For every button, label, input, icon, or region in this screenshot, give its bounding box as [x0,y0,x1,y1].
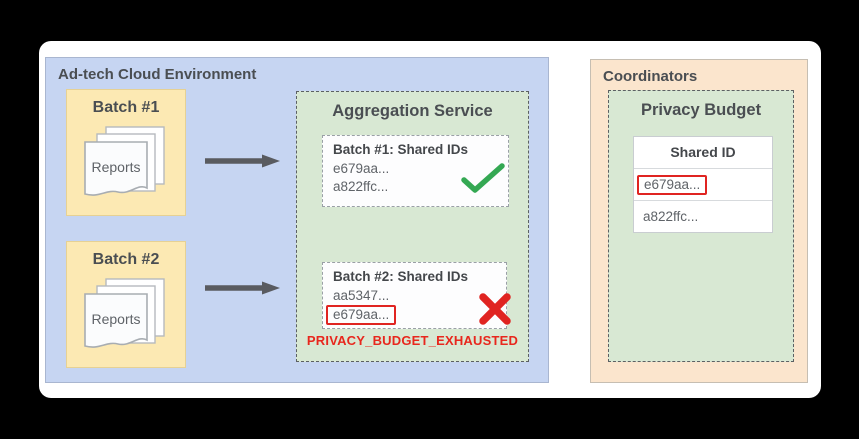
privacy-budget-title: Privacy Budget [640,101,762,119]
arrow-right-icon [205,281,280,295]
batch-2-label: Batch #2 [92,251,160,268]
privacy-budget-exhausted-label: PRIVACY_BUDGET_EXHAUSTED [306,333,519,348]
reports-stack-2: Reports [78,278,174,362]
table-row: a822ffc... [634,200,772,232]
arrow-batch1-to-aggregation [204,153,282,169]
shared-id-value: a822ffc... [333,179,389,194]
reports-label: Reports [91,311,141,327]
privacy-budget-panel: Privacy Budget Shared ID e679aa... a822f… [608,90,794,362]
batch1-result-title: Batch #1: Shared IDs [333,142,469,157]
aggregation-service-title: Aggregation Service [332,102,493,120]
batch1-shared-ids-box: Batch #1: Shared IDs e679aa... a822ffc..… [322,135,509,207]
shared-id-value: e679aa... [333,161,390,176]
highlight-red-box: e679aa... [637,175,708,195]
documents-stack-icon [84,126,165,196]
adtech-region-title: Ad-tech Cloud Environment [58,66,257,83]
batch-1-label: Batch #1 [92,99,160,116]
highlight-red-box: e679aa... [326,305,397,325]
table-row: e679aa... [634,168,772,200]
batch-1-box: Batch #1 Reports [66,89,186,216]
batch2-shared-ids-box: Batch #2: Shared IDs aa5347... e679aa... [322,262,511,329]
arrow-right-icon [205,154,280,168]
shared-id-value: aa5347... [333,288,390,303]
batch2-result-title: Batch #2: Shared IDs [333,269,469,284]
aggregation-service-panel: Aggregation Service Batch #1: Shared IDs… [296,91,529,362]
documents-stack-icon [84,278,165,348]
adtech-cloud-environment-region: Ad-tech Cloud Environment Batch #1 Repor… [45,57,549,383]
coordinators-region: Coordinators Privacy Budget Shared ID e6… [590,59,808,383]
arrow-batch2-to-aggregation [204,280,282,296]
success-checkmark-icon [461,163,505,199]
reports-stack-1: Reports [78,126,174,210]
batch-2-box: Batch #2 Reports [66,241,186,368]
failure-cross-icon [478,292,512,331]
shared-id-table-header: Shared ID [670,144,736,160]
reports-label: Reports [91,159,141,175]
diagram-card: Ad-tech Cloud Environment Batch #1 Repor… [39,41,821,398]
shared-id-value-highlighted: e679aa... [326,305,496,325]
shared-id-table: Shared ID e679aa... a822ffc... [633,136,773,233]
coordinators-region-title: Coordinators [603,68,698,85]
